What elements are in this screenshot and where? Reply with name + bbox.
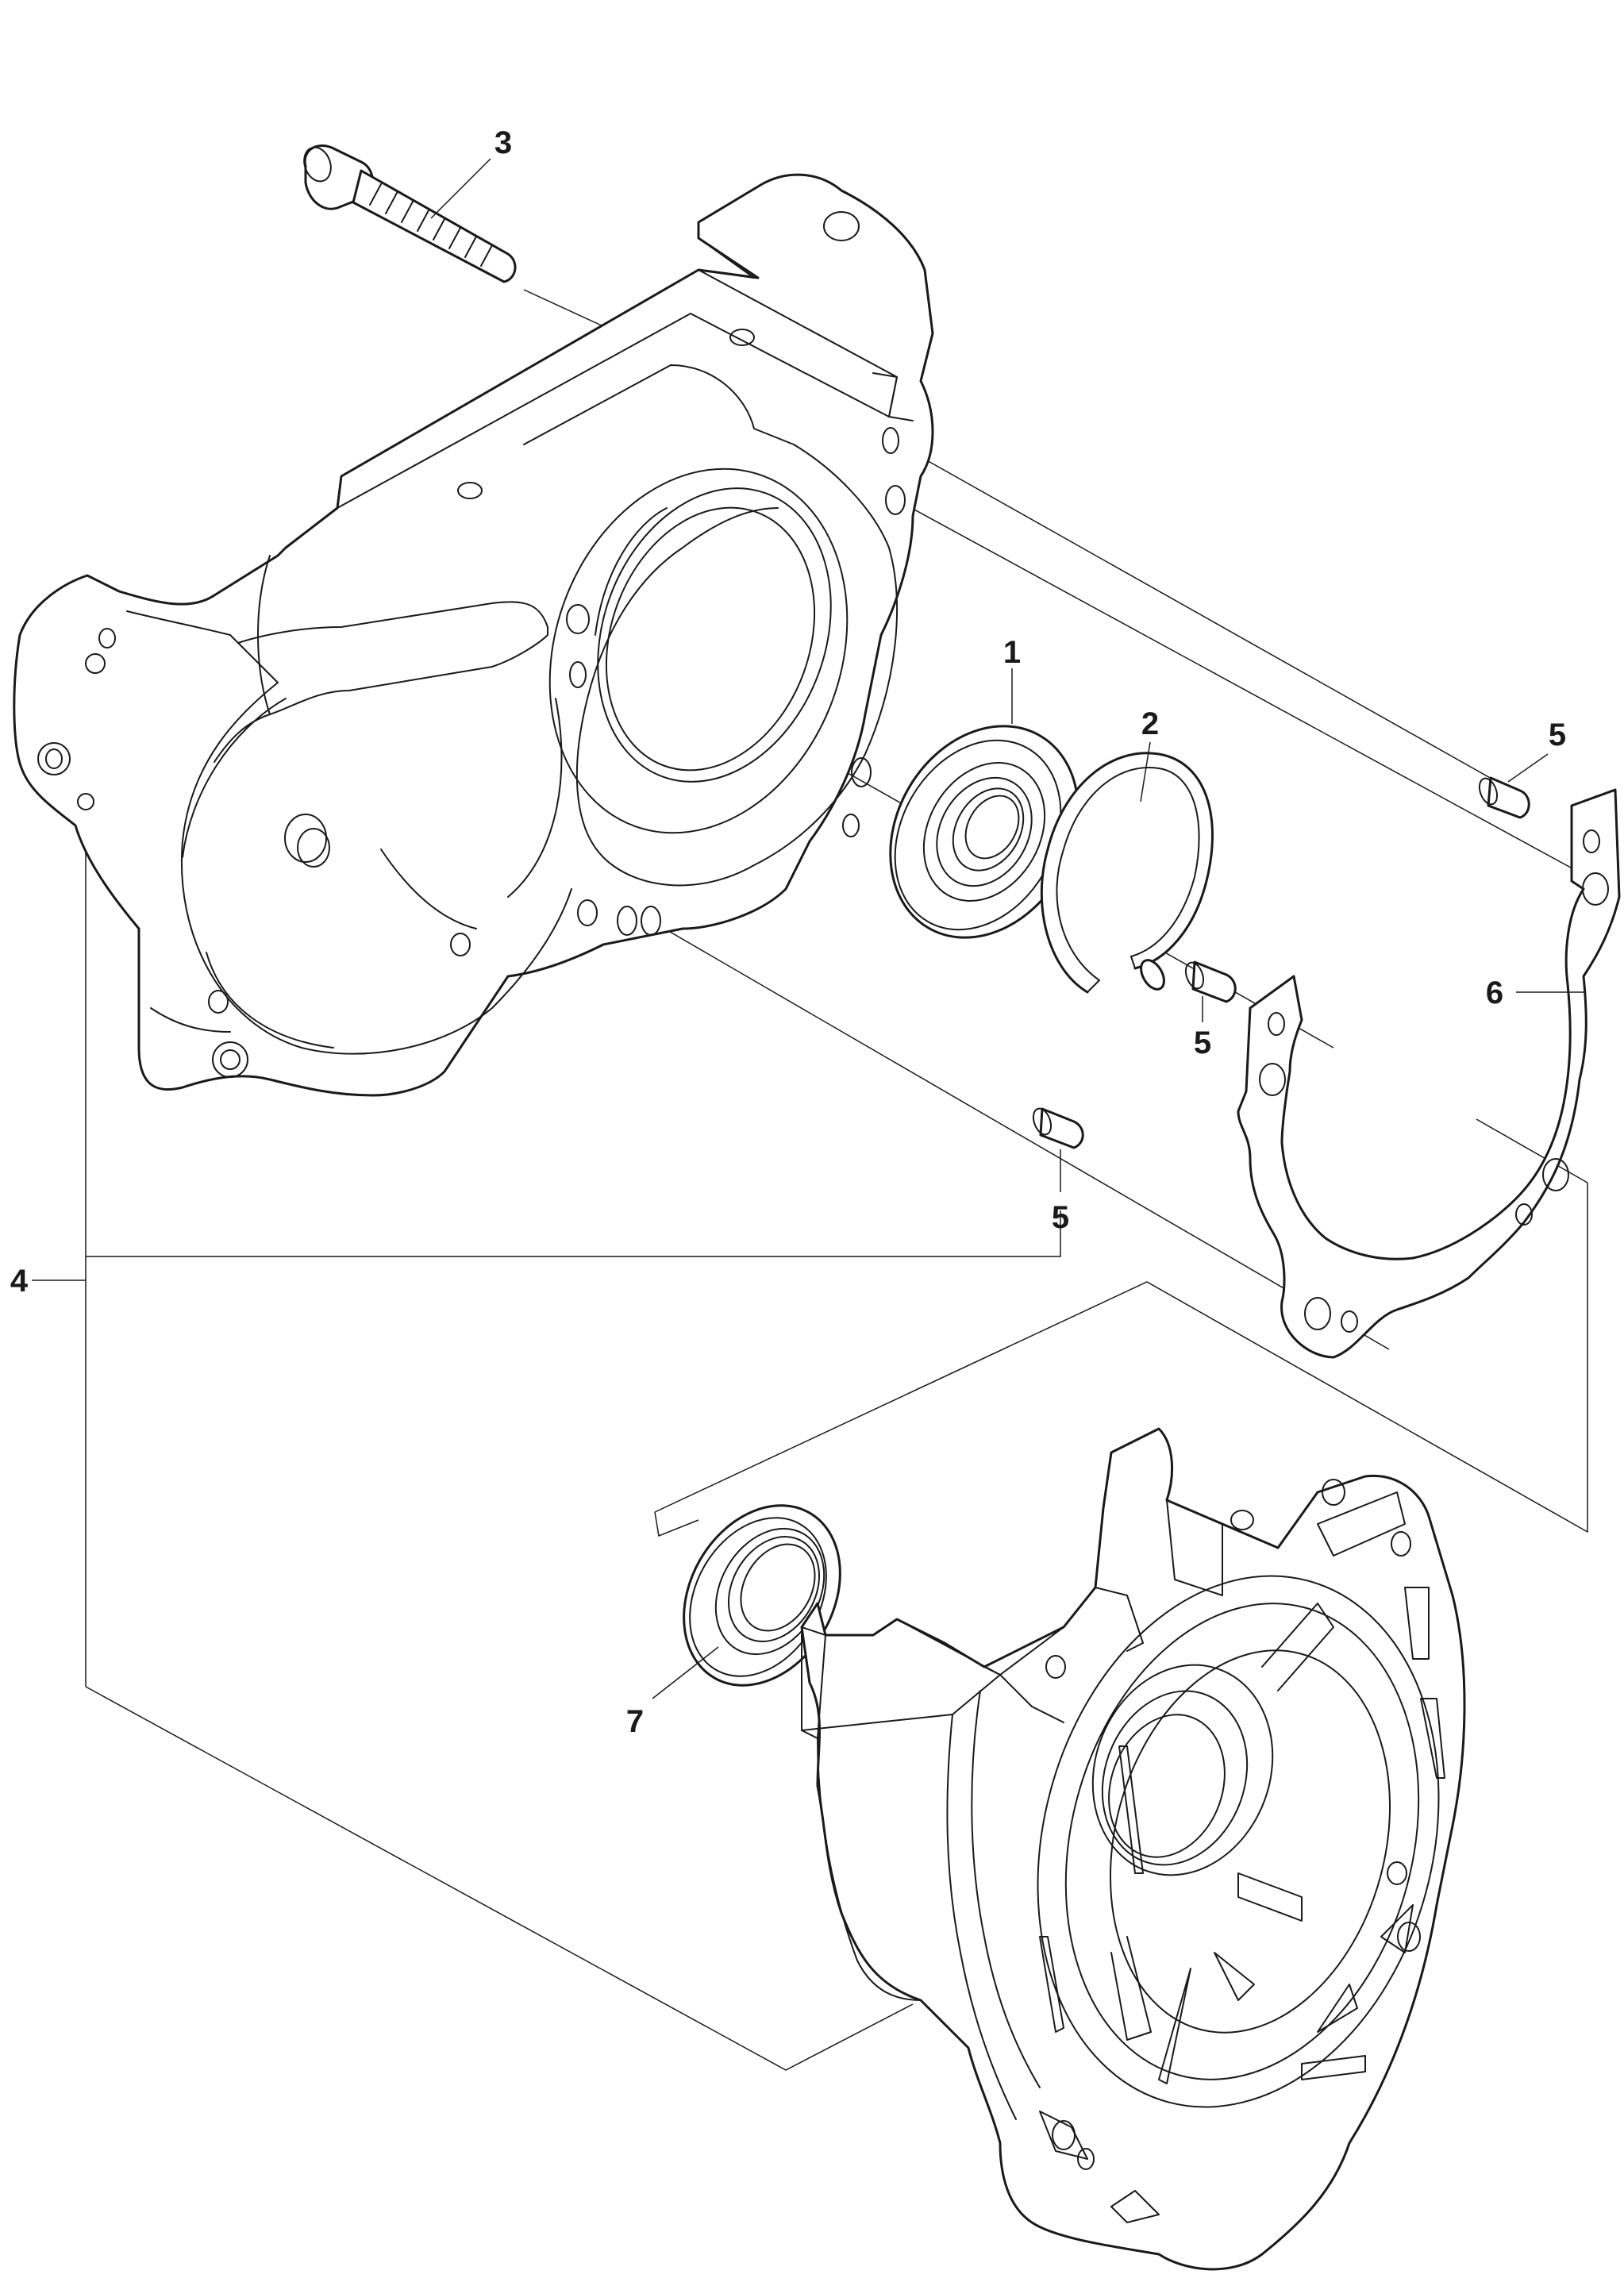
callout-1: 1 bbox=[1003, 635, 1021, 670]
callout-7: 7 bbox=[626, 1704, 644, 1739]
callout-5-left: 5 bbox=[1052, 1200, 1069, 1235]
bolt-part-3 bbox=[303, 144, 517, 283]
callout-6: 6 bbox=[1486, 976, 1503, 1010]
dowel-pin-5a bbox=[1478, 776, 1530, 819]
callout-labels: 1 2 3 4 5 5 5 6 7 bbox=[10, 125, 1566, 1739]
callout-leaders bbox=[430, 158, 1586, 1699]
circlip-part-2 bbox=[1040, 752, 1214, 994]
crankcase-upper-half bbox=[13, 173, 934, 1097]
ball-bearing-part-1 bbox=[889, 725, 1079, 939]
gasket-part-6 bbox=[1237, 788, 1621, 1359]
assembly-bracket-leader bbox=[32, 841, 1061, 2071]
callout-4: 4 bbox=[10, 1264, 29, 1299]
callout-2: 2 bbox=[1141, 706, 1159, 741]
crankcase-lower-half bbox=[800, 1427, 1466, 2271]
callout-5-middle: 5 bbox=[1194, 1026, 1211, 1060]
dowel-pin-5b bbox=[1184, 960, 1237, 1003]
callout-5-top-right: 5 bbox=[1549, 718, 1566, 752]
dowel-pin-5c bbox=[1032, 1107, 1084, 1149]
callout-3: 3 bbox=[495, 125, 512, 160]
